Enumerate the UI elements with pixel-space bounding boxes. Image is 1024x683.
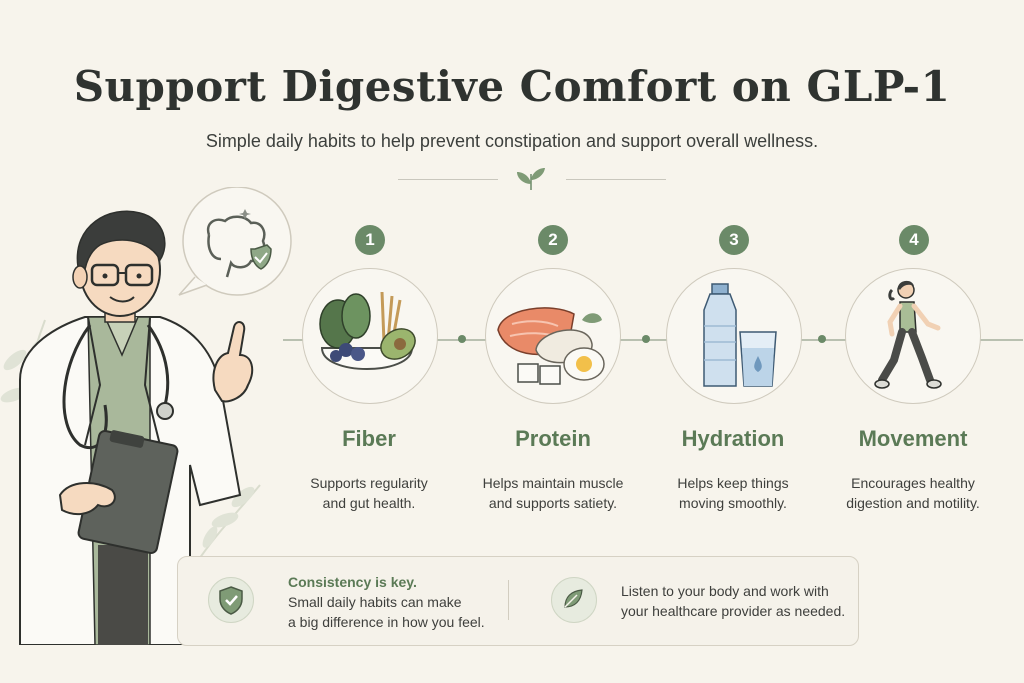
- tips-divider: [508, 580, 509, 620]
- step-title-hydration: Hydration: [681, 426, 785, 451]
- consistency-text-1: Small daily habits can make: [288, 594, 462, 610]
- step-number-2: 2: [538, 225, 568, 255]
- background-leaves-icon: [194, 484, 261, 565]
- step-desc-protein-1: Helps maintain muscle: [482, 475, 624, 491]
- step-desc-fiber-2: and gut health.: [322, 495, 416, 511]
- connector-dot: [458, 335, 466, 343]
- listen-text-2: your healthcare provider as needed.: [621, 603, 846, 619]
- step-title-movement: Movement: [858, 426, 968, 451]
- page-subtitle: Simple daily habits to help prevent cons…: [205, 131, 819, 151]
- consistency-text-2: a big difference in how you feel.: [288, 614, 485, 630]
- water-bottle-glass-icon: [703, 283, 777, 387]
- consistency-title: Consistency is key.: [288, 574, 417, 590]
- step-desc-protein-2: and supports satiety.: [488, 495, 618, 511]
- step-number-3: 3: [719, 225, 749, 255]
- tips-box: [177, 556, 859, 646]
- step-number-1: 1: [355, 225, 385, 255]
- listen-text-1: Listen to your body and work with: [621, 583, 829, 599]
- step-desc-movement-1: Encourages healthy: [851, 475, 975, 491]
- doctor-illustration: [19, 210, 254, 645]
- page-title: Support Digestive Comfort on GLP-1: [73, 62, 951, 111]
- title-divider-left: [398, 179, 498, 180]
- salad-bowl-icon: [319, 291, 416, 370]
- step-title-fiber: Fiber: [342, 426, 396, 451]
- shield-check-icon: [219, 586, 243, 615]
- intestine-speech-bubble-icon: [178, 187, 292, 296]
- step-desc-movement-2: digestion and motility.: [846, 495, 980, 511]
- sprout-icon: [517, 168, 545, 190]
- step-number-4: 4: [899, 225, 929, 255]
- leaf-icon: [564, 589, 583, 608]
- step-desc-hydration-2: moving smoothly.: [679, 495, 787, 511]
- protein-foods-icon: [497, 307, 605, 385]
- connector-dot: [642, 335, 650, 343]
- steps-connector-line: [283, 339, 1023, 341]
- step-desc-hydration-1: Helps keep things: [677, 475, 789, 491]
- walking-person-icon: [874, 280, 942, 389]
- step-title-protein: Protein: [515, 426, 591, 451]
- step-desc-fiber-1: Supports regularity: [310, 475, 428, 491]
- connector-dot: [818, 335, 826, 343]
- title-divider-right: [566, 179, 666, 180]
